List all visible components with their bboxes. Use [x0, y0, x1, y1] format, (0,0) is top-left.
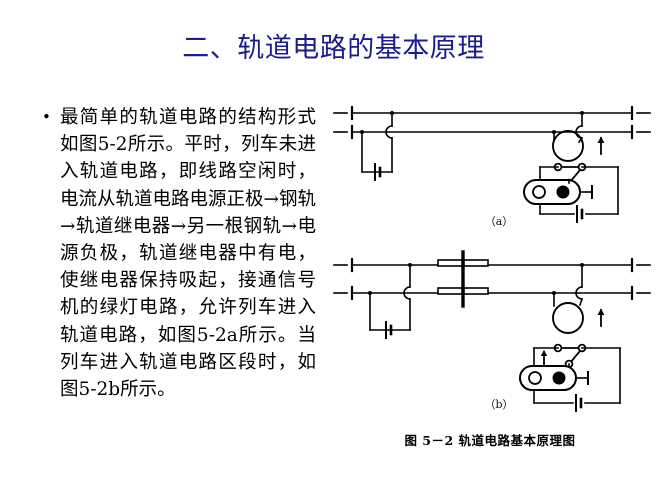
- train-wheel-top-right: [463, 259, 489, 267]
- bullet-point-icon: •: [42, 108, 51, 126]
- circuit-diagram-figure: （a）: [330, 96, 656, 466]
- signal-red-aspect-dark-a: [556, 185, 570, 199]
- diagram-a-track-circuit-unoccupied: [333, 105, 651, 223]
- bullet-list-item: • 最简单的轨道电路的结构形式如图5-2所示。平时，列车未进入轨道电路，即线路空…: [38, 104, 316, 403]
- train-wheel-top-left: [437, 259, 463, 267]
- junction-dot-top-rail-b: [408, 263, 412, 267]
- subfigure-label-a: （a）: [484, 215, 514, 228]
- wire-hop-over-rail-a: [385, 125, 393, 139]
- junction-dot-relay-top-a: [580, 111, 584, 115]
- diagram-b-track-circuit-occupied: [333, 250, 651, 412]
- armature-arrow-head-b: [597, 308, 605, 315]
- wire-hop-over-rail-relay-a: [575, 125, 583, 139]
- track-relay-coil-b: [552, 302, 584, 334]
- subfigure-label-b: （b）: [484, 398, 514, 411]
- signal-red-aspect-lit-b: [552, 371, 566, 385]
- junction-dot-relay-bottom-b: [552, 291, 556, 295]
- wire-hop-over-rail-b: [403, 286, 411, 300]
- wire-hop-over-rail-relay-b: [575, 286, 583, 300]
- body-text-block: • 最简单的轨道电路的结构形式如图5-2所示。平时，列车未进入轨道电路，即线路空…: [38, 104, 316, 403]
- track-relay-coil-a: [552, 130, 584, 162]
- page-title: 二、轨道电路的基本原理: [182, 33, 485, 64]
- junction-dot-relay-bottom-a: [552, 130, 556, 134]
- relay-right-lead-a: [577, 136, 584, 144]
- figure-caption: 图 5－2 轨道电路基本原理图: [404, 433, 576, 448]
- bullet-paragraph-text: 最简单的轨道电路的结构形式如图5-2所示。平时，列车未进入轨道电路，即线路空闲时…: [60, 107, 317, 401]
- signal-green-aspect-dark-b: [528, 371, 542, 385]
- signal-green-aspect-lit-a: [532, 185, 546, 199]
- train-wheel-bottom-left: [437, 287, 463, 295]
- junction-dot-relay-top-b: [580, 263, 584, 267]
- relay-right-lead-b: [578, 297, 584, 307]
- armature-up-arrow-head-a: [597, 136, 605, 143]
- contact-drop-arrow-head-b: [540, 350, 548, 356]
- junction-dot-top-rail-a: [390, 111, 394, 115]
- train-wheel-bottom-right: [463, 287, 489, 295]
